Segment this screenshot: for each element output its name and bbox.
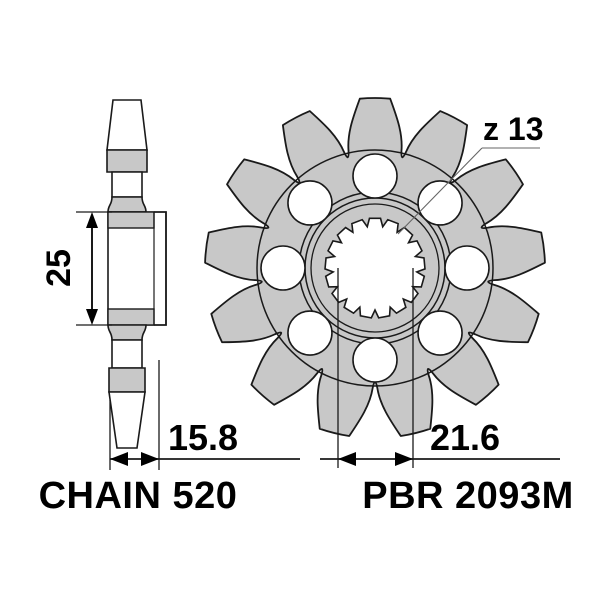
part-number-label: PBR 2093M [362,475,573,517]
lightening-hole [287,180,333,226]
side-upper-tooth-stem [111,171,143,198]
lightening-hole [417,310,463,356]
side-hub-flange [154,211,167,326]
lightening-hole [260,245,306,291]
side-hub-top-strip [107,211,155,229]
lightening-hole [352,153,398,199]
side-hub-body [107,211,167,326]
side-upper-fillet [107,196,147,213]
lightening-hole [352,337,398,383]
chain-spec-label: CHAIN 520 [39,475,238,517]
dim-25-arrow-down [86,309,98,325]
dim-216-arrow-left [338,452,356,466]
side-section-view: 25 15.8 CHAIN 520 [39,99,300,517]
lightening-hole [287,310,333,356]
side-upper-tooth-band [106,149,148,173]
splined-bore [324,217,426,319]
dim-sprocket-thickness-text: 21.6 [430,417,500,458]
dim-tooth-thickness-text: 15.8 [168,417,238,458]
side-upper-tooth-tip [106,99,148,151]
circle-outer-rim [256,149,494,387]
lightening-hole [444,245,490,291]
side-hub-bottom-strip [107,308,155,326]
sprocket-front-view: 21.6 PBR 2093M z 13 [204,97,573,517]
circle-hub-step [310,203,440,333]
side-lower-tooth-stem [111,339,143,369]
dim-158-arrow-left [110,452,128,466]
dim-158-arrow-right [141,452,159,466]
side-lower-tooth-tip [108,391,146,449]
dim-hub-width-text: 25 [40,249,78,287]
dim-216-arrow-right [395,452,413,466]
side-lower-tooth-band [108,367,146,393]
side-lower-fillet [107,324,147,341]
z13-leader-line [397,147,483,235]
lightening-holes-group [260,153,490,383]
lightening-hole [417,180,463,226]
dim-25-arrow-up [86,212,98,228]
teeth-count-label: z 13 [483,111,543,147]
